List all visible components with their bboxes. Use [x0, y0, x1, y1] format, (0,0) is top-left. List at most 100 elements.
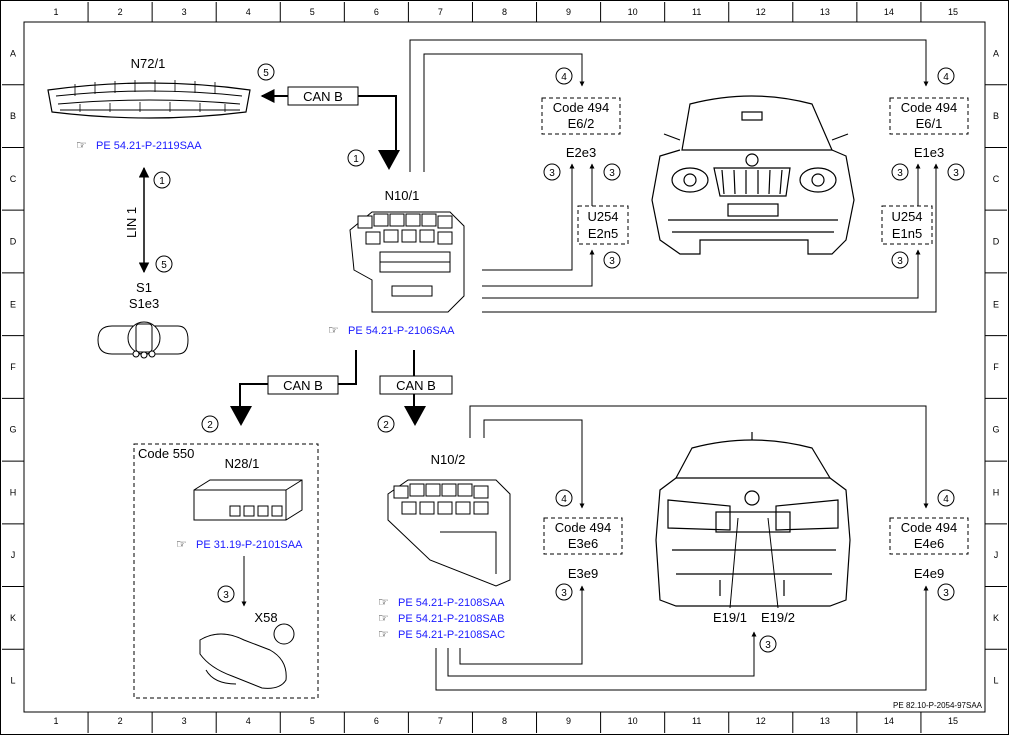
wire-n10-2-e4e6 — [469, 405, 929, 509]
e19-1-label: E19/1 — [713, 610, 747, 625]
can-b-right-arrowhead — [404, 406, 426, 426]
grid-row-label: H — [993, 487, 1000, 497]
n28-1-module-image — [193, 479, 303, 521]
n10-2-reference-link-a[interactable]: PE 54.21-P-2108SAA — [398, 597, 505, 609]
e1n5-label: E1n5 — [892, 226, 922, 241]
wire-n10-1-e6-2 — [423, 53, 585, 172]
pointing-hand-icon: ☞ — [378, 627, 389, 641]
grid-row-label: B — [10, 111, 16, 121]
code-494-e4e6-box — [889, 517, 969, 555]
grid-column-label: 4 — [246, 716, 251, 726]
wire-n10-1-e6-1 — [409, 39, 929, 172]
grid-row-label: J — [11, 550, 16, 560]
wire-n10-2-e3e6 — [483, 419, 585, 509]
circle-number: 5 — [263, 68, 269, 79]
e6-2-code-label: Code 494 — [553, 100, 609, 115]
circle-number: 2 — [383, 420, 389, 431]
n10-1-label: N10/1 — [385, 188, 420, 203]
can-b-left-label: CAN B — [283, 378, 323, 393]
e6-1-label: E6/1 — [916, 116, 943, 131]
grid-row-label: G — [992, 425, 999, 435]
e3e9-label: E3e9 — [568, 566, 598, 581]
grid-row-label: E — [993, 299, 999, 309]
grid-column-label: 2 — [118, 716, 123, 726]
can-b-top-arrowhead — [378, 150, 400, 170]
vehicle-rear-view-image — [655, 432, 851, 607]
n72-1-reference-link[interactable]: PE 54.21-P-2119SAA — [96, 140, 202, 152]
circle-number: 4 — [561, 72, 567, 83]
wire-n10-2-e4e9 — [435, 585, 929, 691]
grid-column-label: 9 — [566, 716, 571, 726]
grid-row-label: J — [994, 550, 999, 560]
e2n5-code-label: U254 — [587, 209, 618, 224]
circle-number: 3 — [223, 590, 229, 601]
pointing-hand-icon: ☞ — [328, 323, 339, 337]
grid-row-label: K — [993, 613, 999, 623]
grid-row-label: F — [10, 362, 16, 372]
wire-n10-1-e2e3 — [482, 163, 575, 271]
circle-number: 5 — [161, 260, 167, 271]
grid-columns: 1122334455667788991010111112121313141415… — [54, 2, 958, 733]
grid-column-label: 7 — [438, 7, 443, 17]
grid-column-label: 5 — [310, 7, 315, 17]
grid-column-label: 8 — [502, 7, 507, 17]
e3e6-label: E3e6 — [568, 536, 598, 551]
grid-column-label: 5 — [310, 716, 315, 726]
grid-column-label: 1 — [54, 716, 59, 726]
code-494-e6-2-box — [541, 97, 621, 135]
n10-1-reference-link[interactable]: PE 54.21-P-2106SAA — [348, 325, 455, 337]
n72-1-label: N72/1 — [131, 56, 166, 71]
circle-number: 3 — [953, 168, 959, 179]
e2e3-label: E2e3 — [566, 145, 596, 160]
can-b-top-box — [287, 86, 359, 106]
grid-row-label: D — [10, 237, 17, 247]
grid-column-label: 3 — [182, 716, 187, 726]
code-550-label: Code 550 — [138, 446, 194, 461]
e1e3-label: E1e3 — [914, 145, 944, 160]
grid-column-label: 12 — [756, 716, 766, 726]
u254-e1n5-box — [881, 205, 933, 245]
grid-row-label: L — [10, 676, 15, 686]
circle-number: 1 — [159, 176, 165, 187]
n72-1-control-panel-image — [47, 80, 251, 119]
circle-number: 3 — [765, 640, 771, 651]
circle-number: 3 — [561, 588, 567, 599]
circle-number: 3 — [897, 256, 903, 267]
x58-label: X58 — [254, 610, 277, 625]
grid-column-label: 11 — [692, 716, 701, 726]
circle-number: 3 — [609, 168, 615, 179]
u254-e2n5-box — [577, 205, 629, 245]
grid-row-label: K — [10, 613, 16, 623]
e3e6-code-label: Code 494 — [555, 520, 611, 535]
wire-n10-1-e1e3 — [482, 163, 939, 313]
can-b-top-label: CAN B — [303, 89, 343, 104]
grid-row-label: E — [10, 299, 16, 309]
wire-n10-2-e3e9 — [459, 585, 585, 665]
s1-label: S1 — [136, 280, 152, 295]
grid-column-label: 13 — [820, 7, 830, 17]
grid-row-label: H — [10, 487, 17, 497]
grid-column-label: 7 — [438, 716, 443, 726]
circle-number: 4 — [943, 494, 949, 505]
grid-row-label: D — [993, 237, 1000, 247]
grid-row-label: C — [10, 174, 17, 184]
n10-2-reference-link-c[interactable]: PE 54.21-P-2108SAC — [398, 629, 505, 641]
e4e6-code-label: Code 494 — [901, 520, 957, 535]
can-b-right-label: CAN B — [396, 378, 436, 393]
n10-1-module-image — [349, 211, 465, 313]
e6-2-label: E6/2 — [568, 116, 595, 131]
grid-row-label: B — [993, 111, 999, 121]
wire-n10-2-e19 — [447, 631, 757, 677]
pointing-hand-icon: ☞ — [76, 138, 87, 152]
n28-1-reference-link[interactable]: PE 31.19-P-2101SAA — [196, 539, 303, 551]
grid-column-label: 13 — [820, 716, 830, 726]
grid-column-label: 10 — [628, 716, 638, 726]
circle-number: 4 — [561, 494, 567, 505]
grid-column-label: 4 — [246, 7, 251, 17]
inner-frame — [23, 21, 986, 713]
n10-2-reference-link-b[interactable]: PE 54.21-P-2108SAB — [398, 613, 504, 625]
code-494-e6-1-box — [889, 97, 969, 135]
circle-number: 4 — [943, 72, 949, 83]
e19-2-label: E19/2 — [761, 610, 795, 625]
